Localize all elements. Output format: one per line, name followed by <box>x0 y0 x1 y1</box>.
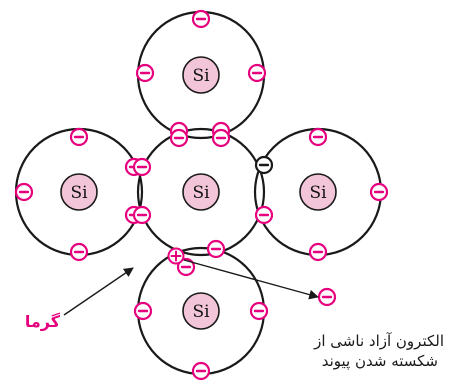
electron-icon <box>208 241 224 257</box>
electron-icon <box>371 184 387 200</box>
nucleus-center: Si <box>183 174 219 210</box>
hole-icon <box>169 249 184 264</box>
electron-icon <box>251 303 267 319</box>
electron-icon <box>71 244 87 260</box>
free-electron-label-line1: الکترون آزاد ناشی از <box>313 332 444 350</box>
electron-icon <box>135 303 151 319</box>
electron-icon <box>134 207 150 223</box>
electron-icon <box>310 244 326 260</box>
nucleus-top: Si <box>183 57 219 93</box>
electron-icon <box>310 129 326 145</box>
electron-icon <box>16 184 32 200</box>
heat-arrow <box>64 268 133 315</box>
nucleus-bottom: Si <box>183 293 219 329</box>
electron-icon <box>213 130 229 146</box>
electron-icon <box>71 129 87 145</box>
electron-icon <box>193 363 209 379</box>
nucleus-right: Si <box>300 174 336 210</box>
electron-icon <box>134 159 150 175</box>
nucleus-left: Si <box>61 174 97 210</box>
atom-symbol: Si <box>70 183 88 203</box>
atom-symbol: Si <box>192 66 210 86</box>
atom-symbol: Si <box>192 302 210 322</box>
free-electron-icon <box>319 289 335 305</box>
electron-icon <box>171 130 187 146</box>
electron-icon <box>256 207 272 223</box>
heat-label: گرما <box>25 312 61 331</box>
free-electron-label-line2: شکسته شدن پیوند <box>322 352 438 371</box>
electron-icon <box>256 157 272 173</box>
electron-icon <box>249 65 265 81</box>
atom-symbol: Si <box>192 183 210 203</box>
electron-icon <box>193 11 209 27</box>
electron-icon <box>137 65 153 81</box>
free-electron-arrow <box>184 260 318 297</box>
atom-symbol: Si <box>309 183 327 203</box>
